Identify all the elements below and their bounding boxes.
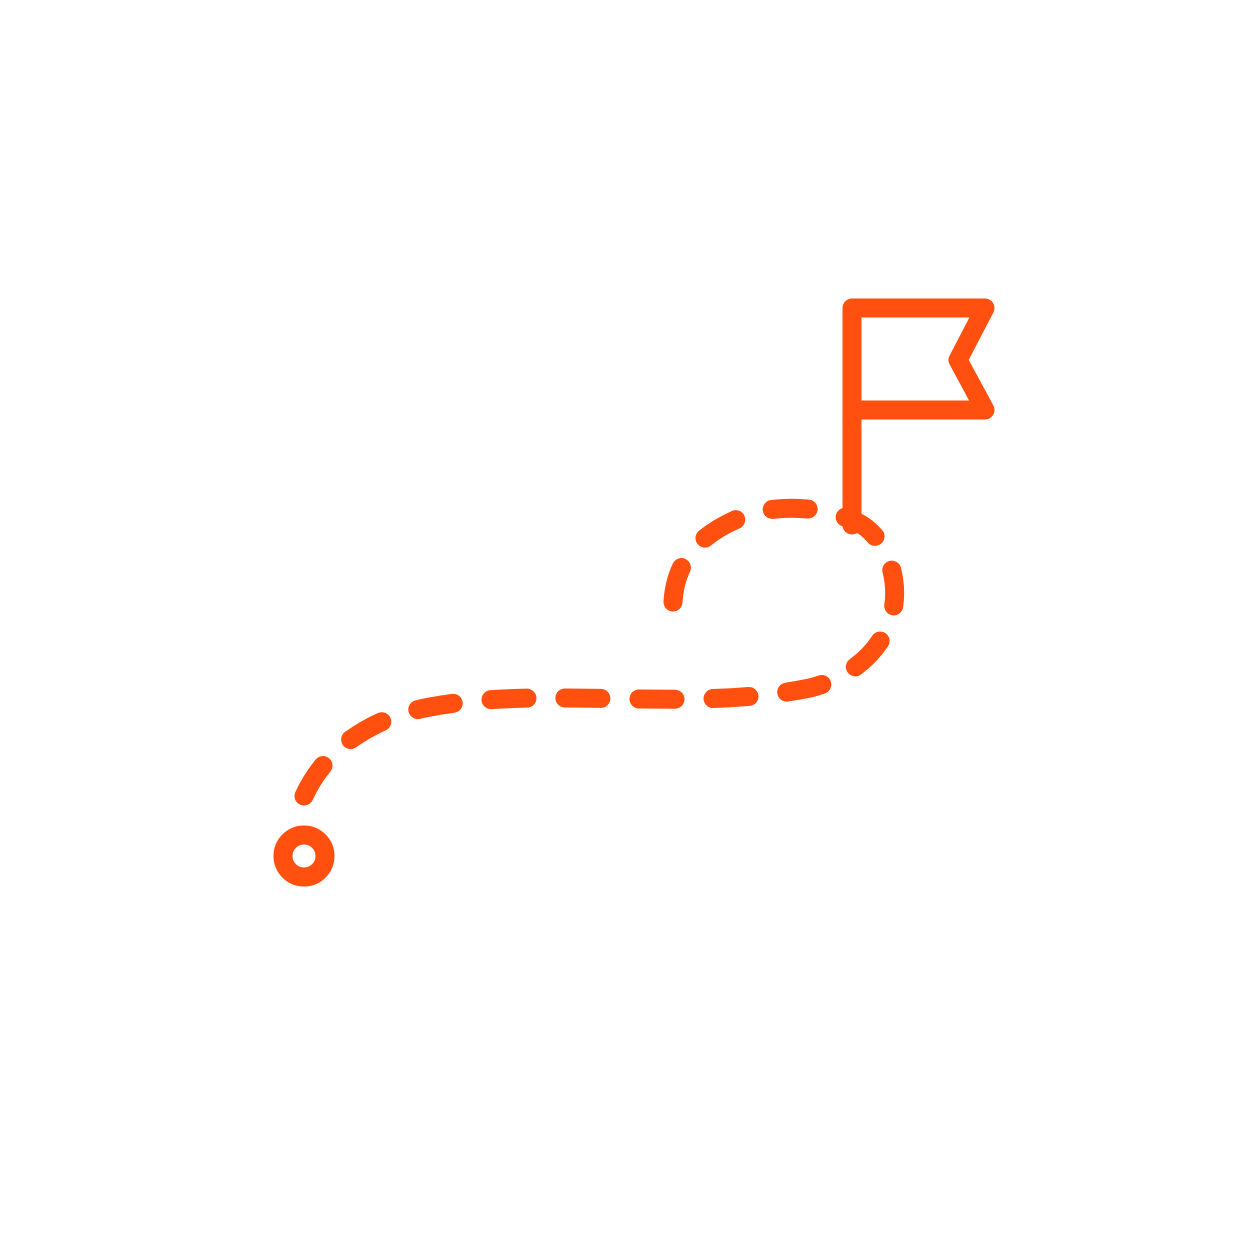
start-point-icon <box>273 825 335 887</box>
dashed-route-path <box>294 498 905 806</box>
route-illustration <box>273 298 995 887</box>
flag-banner-icon <box>842 298 995 420</box>
